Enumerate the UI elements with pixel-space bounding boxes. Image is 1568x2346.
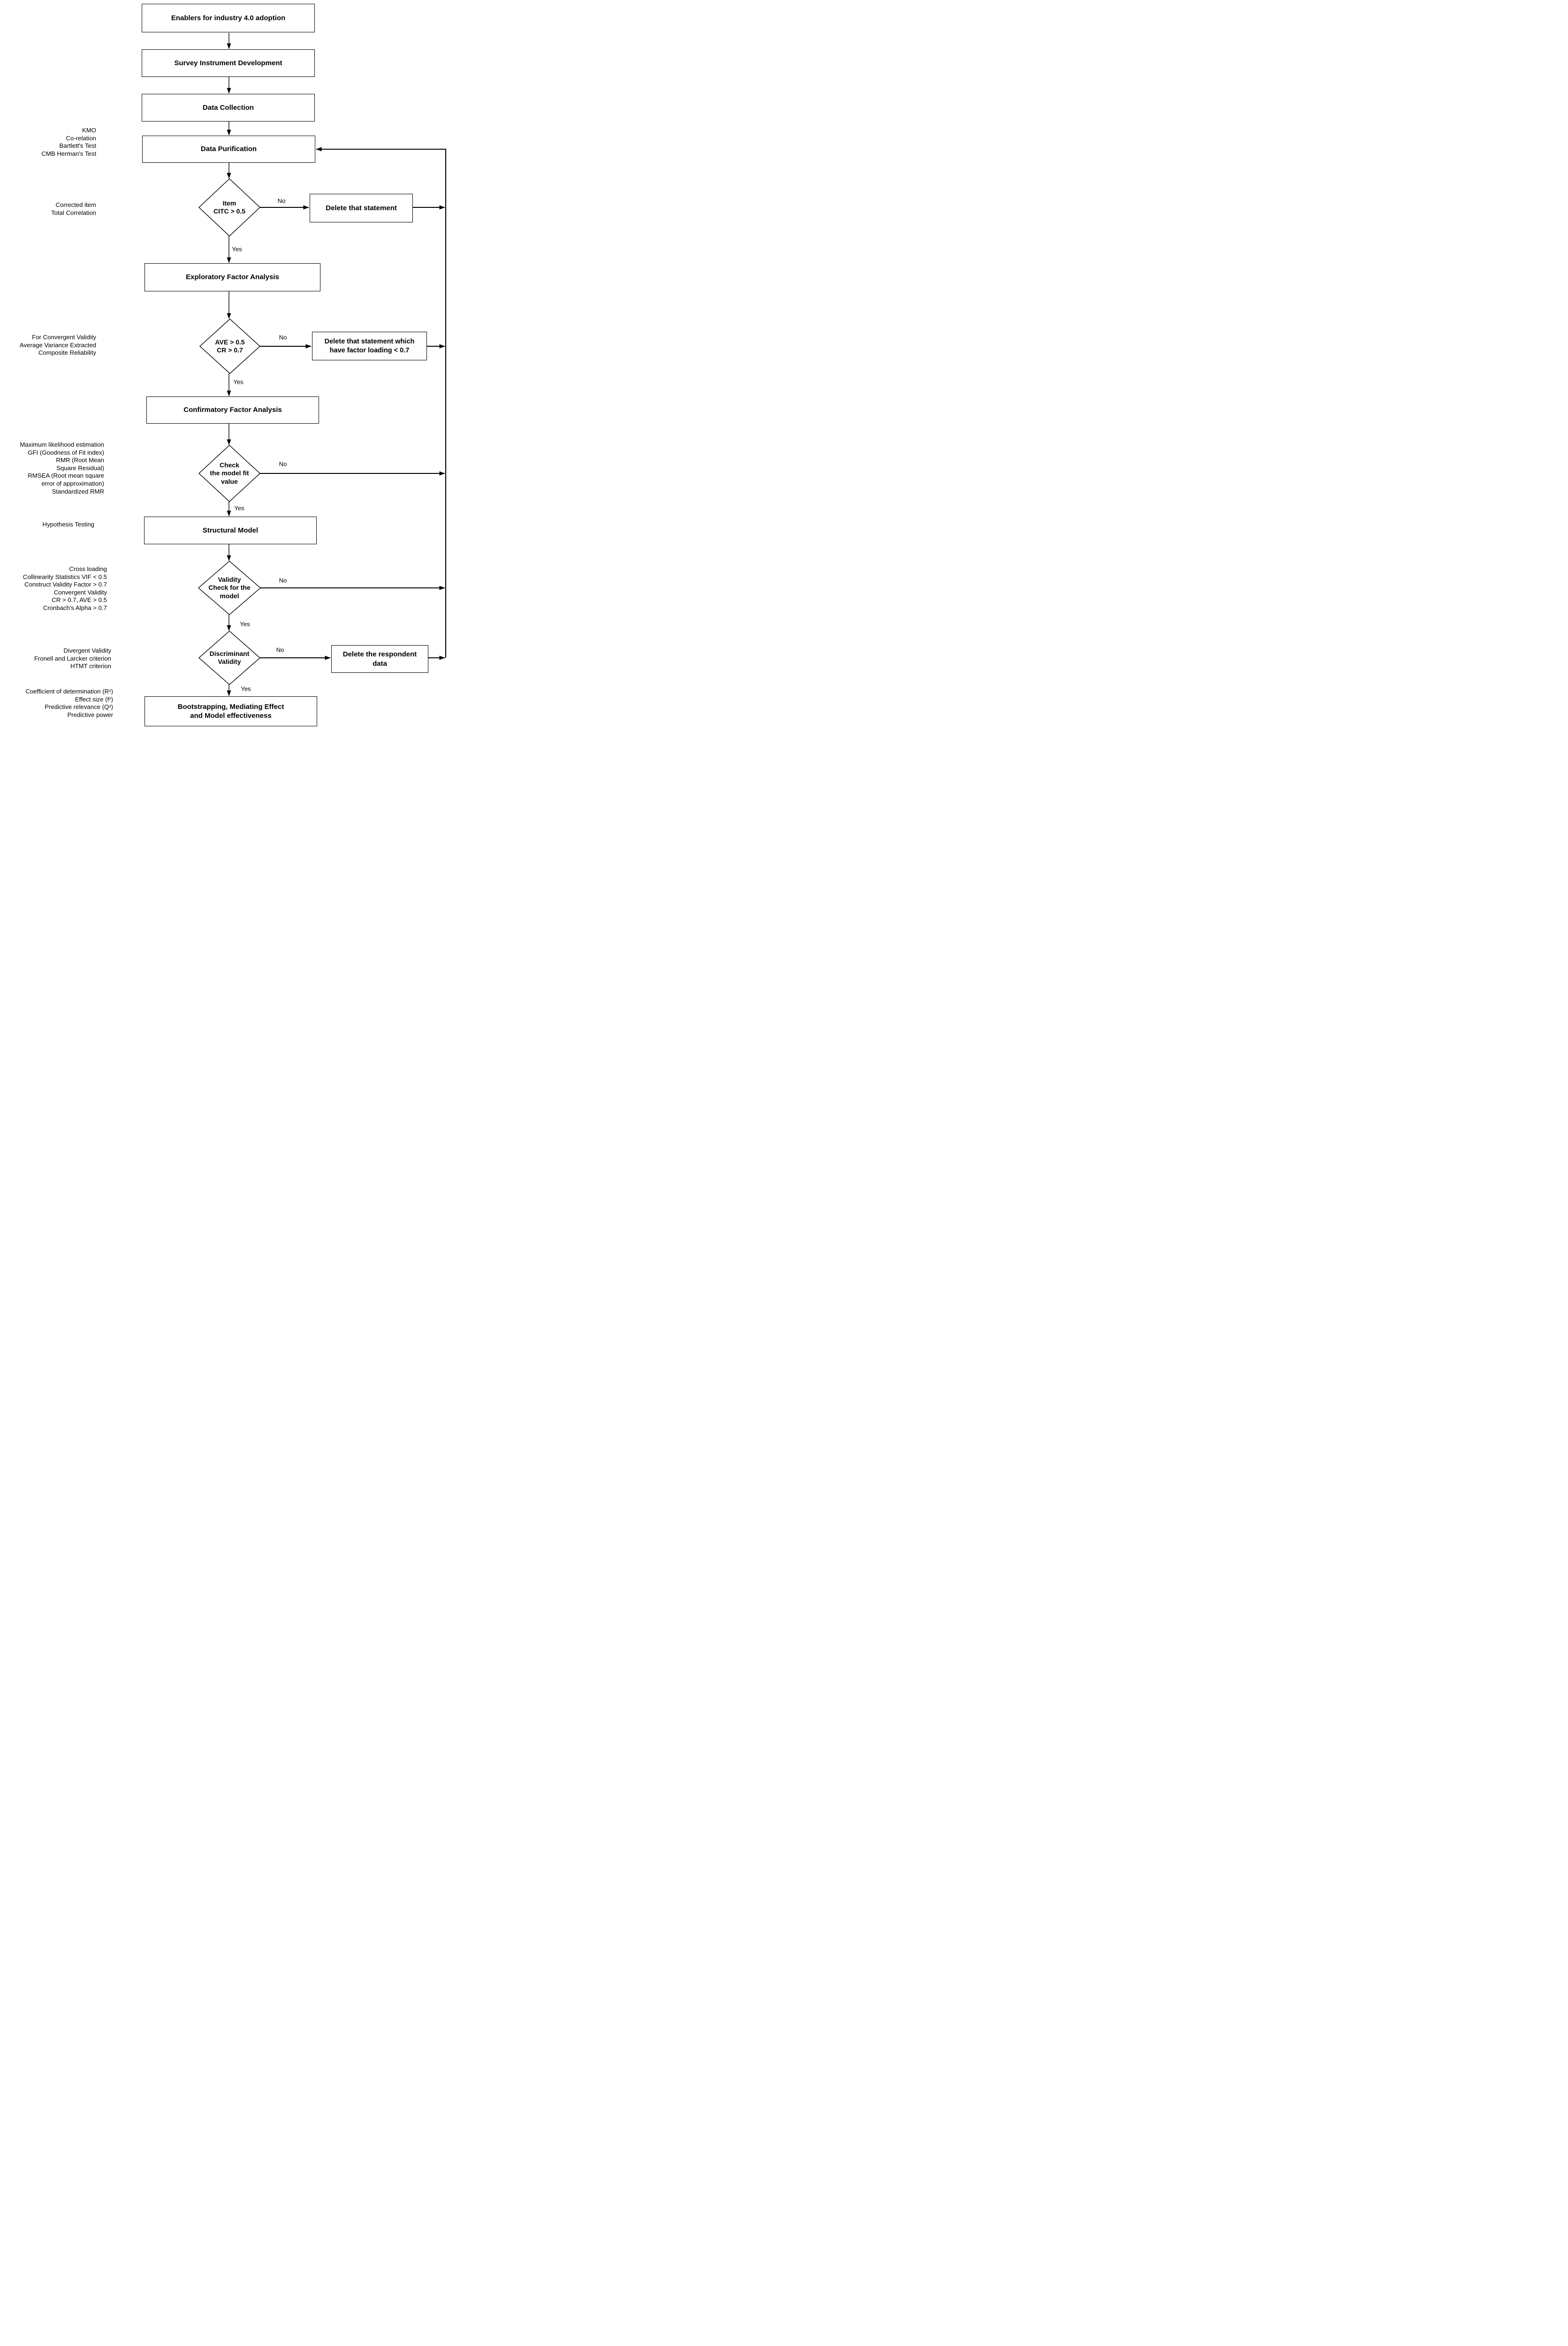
node-data-collection: Data Collection bbox=[142, 94, 315, 122]
edge-label-yes-discriminant: Yes bbox=[240, 685, 252, 693]
edge-label-yes-ave: Yes bbox=[232, 378, 244, 386]
node-data-purification: Data Purification bbox=[142, 136, 315, 163]
edge-label-no-validity: No bbox=[278, 577, 288, 584]
node-efa: Exploratory Factor Analysis bbox=[145, 263, 320, 291]
node-bootstrapping: Bootstrapping, Mediating Effect and Mode… bbox=[145, 696, 317, 726]
edge-label-yes-validity: Yes bbox=[239, 620, 251, 628]
side-note-citc: Corrected item Total Correlation bbox=[51, 201, 96, 216]
side-note-model-fit: Maximum likelihood estimation GFI (Goodn… bbox=[20, 441, 104, 495]
side-note-bootstrapping: Coefficient of determination (R²) Effect… bbox=[25, 688, 113, 718]
diamond-item-citc bbox=[198, 178, 261, 236]
edge-label-no-citc: No bbox=[276, 197, 287, 205]
decision-diamonds bbox=[198, 178, 261, 685]
side-note-validity: Cross loading Collinearity Statistics VI… bbox=[23, 565, 107, 611]
node-cfa: Confirmatory Factor Analysis bbox=[146, 396, 319, 424]
edge-label-no-ave: No bbox=[278, 334, 288, 341]
feedback-loop-line bbox=[316, 147, 447, 658]
node-delete-respondent: Delete the respondent data bbox=[331, 645, 428, 673]
side-note-discriminant: Divergent Validity Fronell and Larcker c… bbox=[34, 647, 111, 670]
connector-lines-layer bbox=[198, 33, 447, 696]
diamond-ave-cr bbox=[199, 319, 261, 374]
node-delete-statement-loading: Delete that statement which have factor … bbox=[312, 332, 427, 360]
no-branch-arrows bbox=[260, 147, 447, 660]
edge-label-yes-citc: Yes bbox=[231, 245, 243, 253]
edge-label-no-discriminant: No bbox=[275, 646, 285, 654]
side-note-hypothesis: Hypothesis Testing bbox=[42, 521, 94, 528]
side-note-convergent: For Convergent Validity Average Variance… bbox=[20, 334, 96, 357]
node-structural-model: Structural Model bbox=[144, 517, 317, 544]
node-survey-instrument: Survey Instrument Development bbox=[142, 49, 315, 77]
edge-label-yes-model-fit: Yes bbox=[233, 504, 245, 512]
node-delete-statement: Delete that statement bbox=[310, 194, 413, 222]
diamond-model-fit bbox=[198, 445, 261, 502]
node-enablers: Enablers for industry 4.0 adoption bbox=[142, 4, 315, 32]
flowchart: Enablers for industry 4.0 adoption Surve… bbox=[0, 0, 449, 730]
edge-label-no-model-fit: No bbox=[278, 460, 288, 468]
side-note-data-purification: KMO Co-relation Bartlett's Test CMB Herm… bbox=[41, 127, 96, 157]
diamond-validity-check bbox=[198, 561, 261, 615]
diamond-discriminant bbox=[198, 631, 261, 685]
